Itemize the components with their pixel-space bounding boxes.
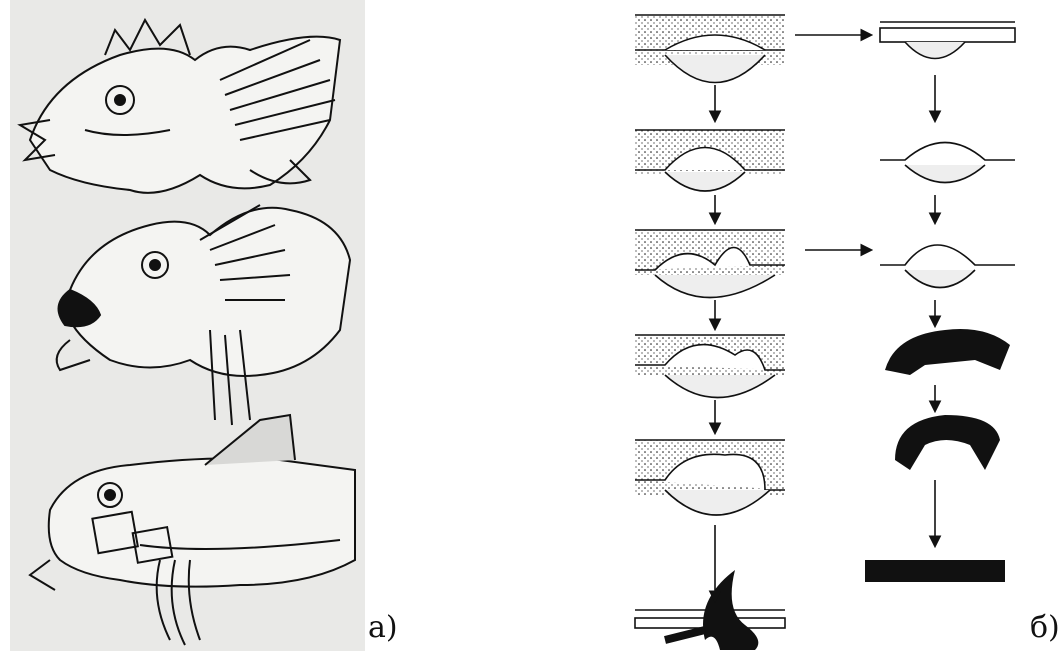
fish-1-drawing — [20, 20, 340, 193]
left-stage-5 — [635, 440, 785, 515]
right-stage-5 — [895, 415, 1000, 470]
right-stage-1 — [880, 22, 1015, 59]
right-stage-6 — [865, 560, 1005, 582]
development-stages-svg — [625, 0, 1020, 651]
right-stage-2 — [880, 143, 1015, 183]
stage-arrows — [715, 35, 935, 600]
right-stage-3 — [880, 245, 1015, 288]
left-stage-6 — [635, 570, 785, 650]
fish-2-drawing — [57, 205, 350, 425]
left-stage-1 — [635, 15, 785, 83]
left-stage-4 — [635, 335, 785, 398]
panel-label-b: б) — [1030, 610, 1060, 645]
fish-3-drawing — [30, 415, 355, 645]
right-stage-4 — [885, 329, 1010, 375]
fish-drawings-svg — [10, 0, 365, 651]
panel-b-development-stages — [625, 0, 1020, 651]
left-stage-3 — [635, 230, 785, 298]
panel-label-a: а) — [368, 610, 398, 645]
panel-a-fish-illustrations — [10, 0, 365, 651]
left-stage-2 — [635, 130, 785, 191]
